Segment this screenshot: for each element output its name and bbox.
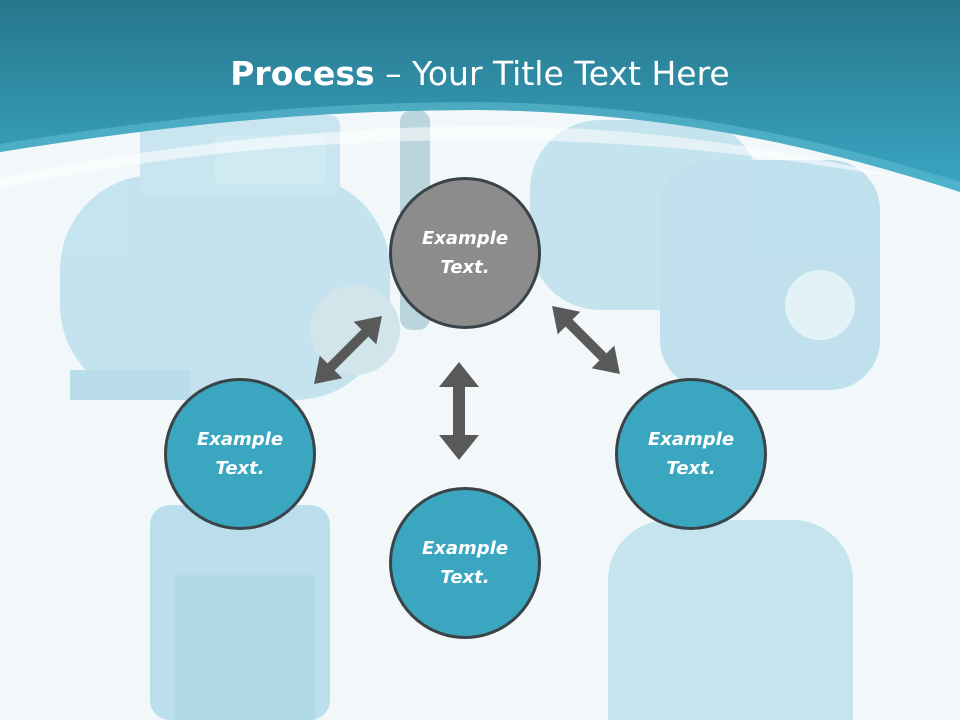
process-node-right[interactable]: Example Text. [615,378,767,530]
process-node-top-label: Example Text. [421,228,509,278]
process-node-bottom[interactable]: Example Text. [389,487,541,639]
process-node-top[interactable]: Example Text. [389,177,541,329]
process-node-left-label: Example Text. [196,429,284,479]
process-node-bottom-label: Example Text. [421,538,509,588]
title-rest: – Your Title Text Here [374,54,730,93]
process-node-left[interactable]: Example Text. [164,378,316,530]
title-bold: Process [230,54,375,93]
slide-title: Process – Your Title Text Here [0,52,960,96]
process-node-right-label: Example Text. [647,429,735,479]
